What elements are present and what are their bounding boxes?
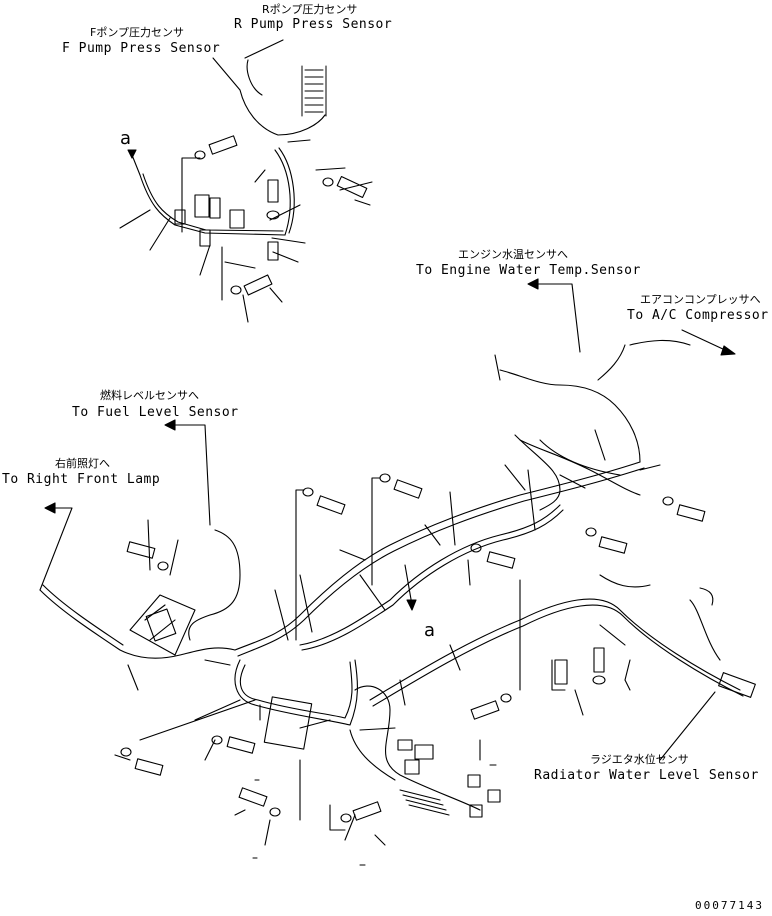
drawing-code: 00077143 <box>695 899 764 912</box>
ac-compressor-label-jp: エアコンコンプレッサへ <box>640 293 761 306</box>
r-pump-sensor-label-jp: Rポンプ圧力センサ <box>262 3 358 16</box>
f-pump-sensor-label: F Pump Press Sensor <box>62 41 221 56</box>
main-harness-group <box>39 278 756 866</box>
bolt-set-upper <box>194 135 368 296</box>
radiator-level-label-jp: ラジエタ水位センサ <box>590 753 689 766</box>
ac-compressor-label: To A/C Compressor <box>627 308 769 323</box>
reference-mark-a-mid: a <box>424 620 436 641</box>
reference-mark-a-top: a <box>120 128 132 149</box>
right-front-lamp-label-jp: 右前照灯へ <box>55 457 110 470</box>
f-pump-sensor-label-jp: Fポンプ圧力センサ <box>90 26 184 39</box>
fuel-level-label-jp: 燃料レベルセンサへ <box>100 389 199 402</box>
engine-water-temp-label-jp: エンジン水温センサへ <box>458 248 568 261</box>
fuel-level-label: To Fuel Level Sensor <box>72 405 239 420</box>
right-front-lamp-label: To Right Front Lamp <box>2 472 161 487</box>
upper-harness-group <box>119 39 373 323</box>
engine-water-temp-label: To Engine Water Temp.Sensor <box>416 263 641 278</box>
radiator-level-label: Radiator Water Level Sensor <box>534 768 759 783</box>
r-pump-sensor-label: R Pump Press Sensor <box>234 17 393 32</box>
bolt-set-main <box>120 473 706 823</box>
